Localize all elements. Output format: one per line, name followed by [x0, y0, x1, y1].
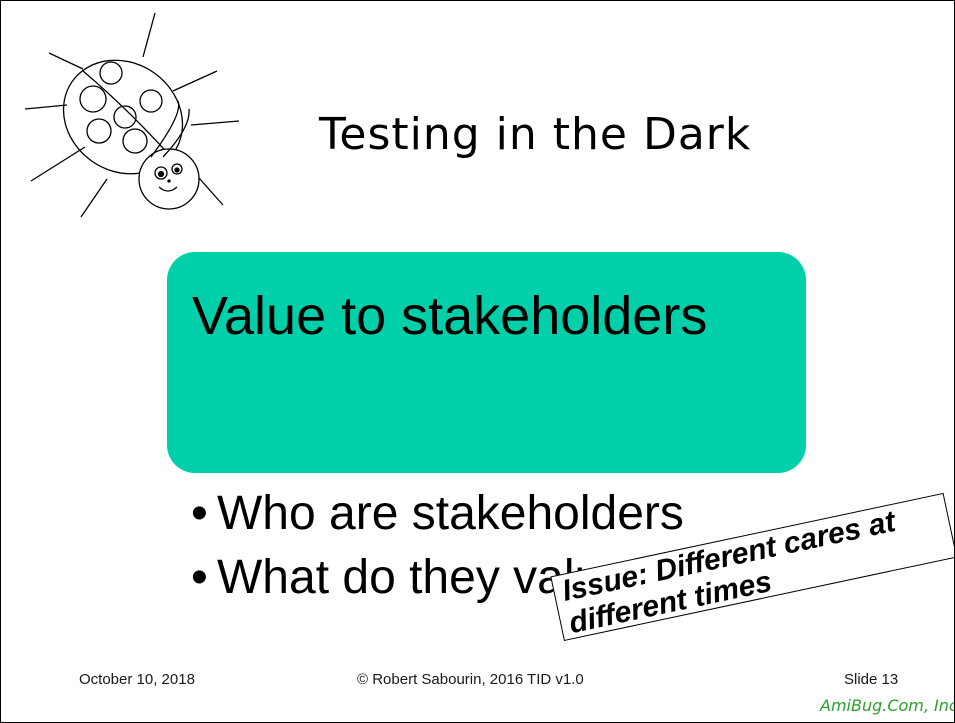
bullet-item: •Who are stakeholders [191, 482, 684, 546]
footer-date: October 10, 2018 [79, 671, 195, 688]
footer-copyright: © Robert Sabourin, 2016 TID v1.0 [357, 671, 584, 688]
brand-text: AmiBug.Com, Inc. [820, 696, 955, 715]
ladybug-icon [24, 12, 240, 218]
bullet-text: Who are stakeholders [217, 487, 684, 540]
bullet-list: •Who are stakeholders •What do they valu… [191, 482, 684, 610]
topic-box: Value to stakeholders [167, 252, 806, 473]
bullet-dot: • [191, 487, 208, 540]
topic-box-text: Value to stakeholders [192, 286, 708, 346]
slide-title: Testing in the Dark [319, 109, 752, 160]
footer-slide-number: Slide 13 [844, 671, 899, 688]
bullet-dot: • [191, 551, 208, 604]
